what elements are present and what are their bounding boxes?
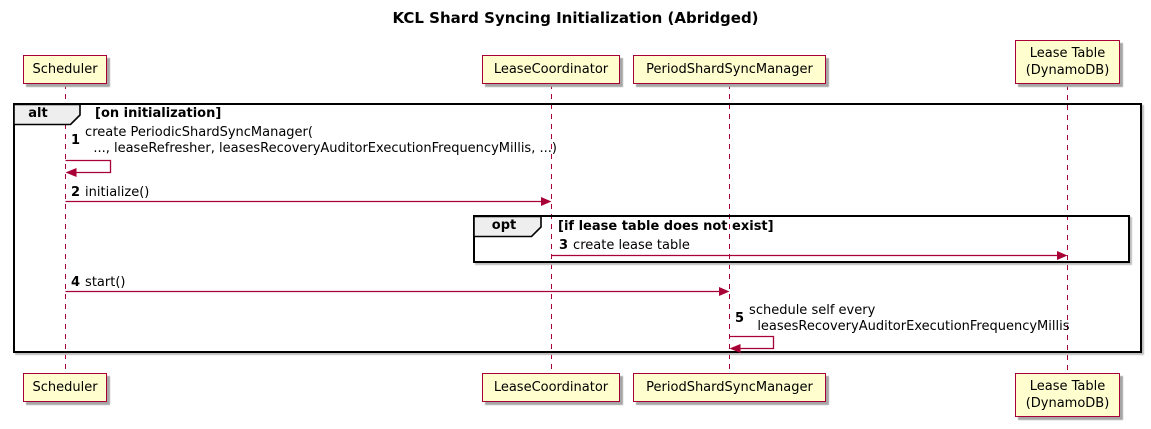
participant-leasecoordinator-bottom: LeaseCoordinator [482, 373, 620, 402]
message-3-number: 3 [559, 238, 569, 253]
message-4-label: 4 start() [71, 275, 125, 291]
message-4-number: 4 [71, 275, 81, 290]
opt-condition-label: [if lease table does not exist] [558, 219, 774, 234]
alt-frame [13, 103, 1142, 353]
message-5-number: 5 [735, 311, 745, 326]
participant-leasecoordinator-top: LeaseCoordinator [482, 55, 620, 84]
message-2-label: 2 initialize() [71, 185, 149, 201]
participant-periodshardsyncmanager-bottom: PeriodShardSyncManager [633, 373, 826, 402]
message-3-text: create lease table [573, 238, 690, 253]
message-5-text: schedule self every leasesRecoveryAudito… [749, 303, 1070, 334]
message-3-label: 3 create lease table [559, 238, 690, 254]
participant-scheduler-bottom: Scheduler [23, 373, 107, 402]
message-1-number: 1 [71, 133, 81, 148]
message-2-number: 2 [71, 185, 81, 200]
participant-leasetable-top: Lease Table (DynamoDB) [1015, 40, 1120, 84]
message-5-label: 5 schedule self every leasesRecoveryAudi… [735, 303, 1070, 335]
message-2-text: initialize() [85, 185, 150, 200]
alt-condition-label: [on initialization] [95, 106, 222, 121]
alt-operator-label: alt [28, 106, 48, 121]
message-4-text: start() [85, 275, 126, 290]
opt-frame [473, 215, 1130, 263]
opt-operator-label: opt [491, 218, 517, 233]
message-1-text: create PeriodicShardSyncManager( ..., le… [85, 125, 557, 156]
message-1-label: 1 create PeriodicShardSyncManager( ..., … [71, 125, 557, 157]
participant-periodshardsyncmanager-top: PeriodShardSyncManager [633, 55, 826, 84]
diagram-title: KCL Shard Syncing Initialization (Abridg… [392, 9, 759, 27]
participant-leasetable-bottom: Lease Table (DynamoDB) [1015, 373, 1120, 417]
participant-scheduler-top: Scheduler [23, 55, 107, 84]
